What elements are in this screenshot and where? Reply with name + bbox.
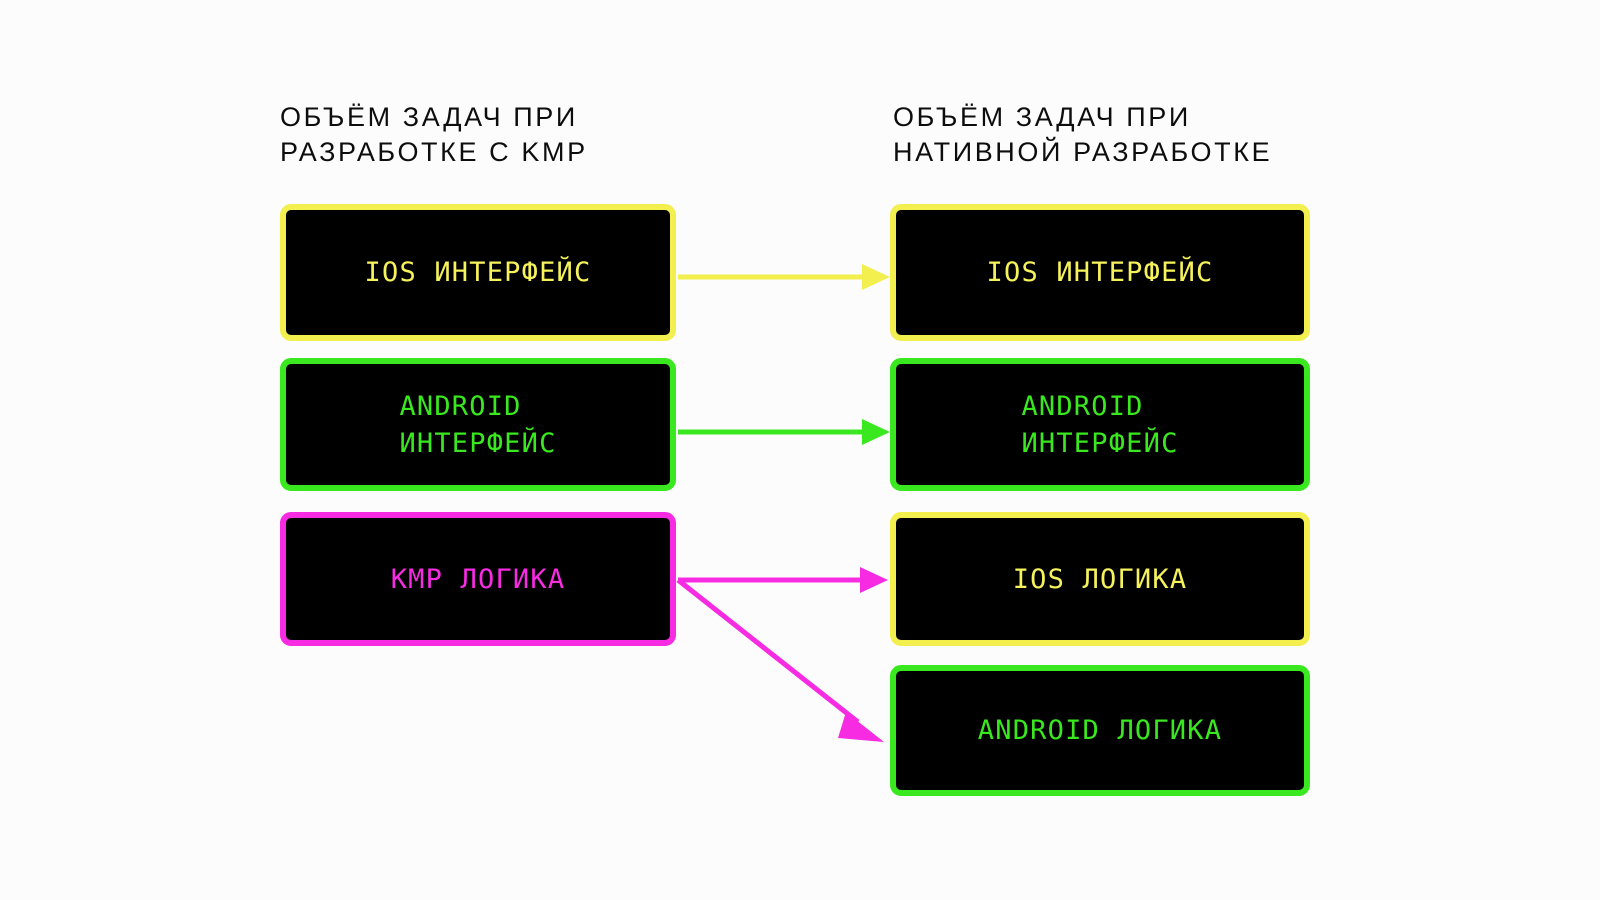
node-label: ANDROID ИНТЕРФЕЙС xyxy=(1021,390,1179,459)
node-label: KMP ЛОГИКА xyxy=(390,563,566,595)
node-label: IOS ИНТЕРФЕЙС xyxy=(986,257,1214,288)
node-label: IOS ЛОГИКА xyxy=(1012,563,1188,595)
node-label: ANDROID ИНТЕРФЕЙС xyxy=(399,390,557,459)
node-native-android-interface[interactable]: ANDROID ИНТЕРФЕЙС xyxy=(890,358,1310,491)
arrow-kmp-logic-to-android-logic-icon xyxy=(676,578,884,742)
arrow-kmp-logic-to-ios-logic-icon xyxy=(678,567,888,593)
node-kmp-logic[interactable]: KMP ЛОГИКА xyxy=(280,512,676,646)
left-column-header: ОБЪЁМ ЗАДАЧ ПРИ РАЗРАБОТКЕ С KMP xyxy=(280,102,588,167)
node-native-ios-logic[interactable]: IOS ЛОГИКА xyxy=(890,512,1310,646)
node-kmp-ios-interface[interactable]: IOS ИНТЕРФЕЙС xyxy=(280,204,676,341)
node-label: IOS ИНТЕРФЕЙС xyxy=(364,257,592,288)
arrow-android-ui-icon xyxy=(678,419,890,445)
right-column-header: ОБЪЁМ ЗАДАЧ ПРИ НАТИВНОЙ РАЗРАБОТКЕ xyxy=(893,102,1273,167)
node-kmp-android-interface[interactable]: ANDROID ИНТЕРФЕЙС xyxy=(280,358,676,491)
node-label: ANDROID ЛОГИКА xyxy=(977,715,1223,746)
node-native-ios-interface[interactable]: IOS ИНТЕРФЕЙС xyxy=(890,204,1310,341)
arrow-ios-ui-icon xyxy=(678,264,890,290)
node-native-android-logic[interactable]: ANDROID ЛОГИКА xyxy=(890,665,1310,796)
